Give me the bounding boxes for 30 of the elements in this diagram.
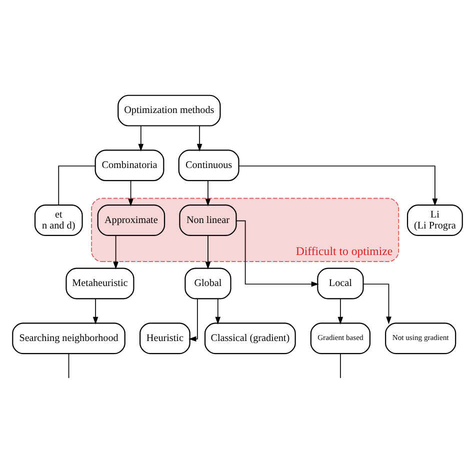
node-box: Continuous	[178, 150, 239, 182]
arrow	[128, 180, 133, 206]
node-box: Classical (gradient)	[204, 322, 296, 354]
arrow	[204, 235, 210, 270]
arrow	[214, 298, 220, 324]
node-box: Global	[184, 268, 231, 300]
node-box: Non linear	[178, 204, 236, 236]
arrow	[204, 180, 210, 206]
node-box: Gradient based	[310, 322, 370, 354]
node-box: Li (Li Progra	[406, 204, 462, 236]
node-box: Local	[316, 268, 364, 300]
arrow	[188, 298, 198, 342]
arrow	[362, 284, 391, 324]
arrow	[238, 166, 438, 206]
arrow	[112, 235, 118, 270]
arrow	[337, 298, 343, 324]
node-box: Not using gradient	[384, 322, 456, 354]
arrow	[196, 125, 202, 152]
connector	[68, 353, 69, 378]
arrow	[235, 220, 318, 287]
arrow	[138, 125, 144, 152]
node-box: Optimization methods	[117, 94, 220, 126]
node-box: Combinatoria	[94, 150, 164, 182]
connector	[58, 166, 96, 206]
node-box: Approximate	[96, 204, 165, 236]
node-box: Metaheuristic	[65, 268, 134, 300]
node-box: Searching neighborhood	[12, 322, 125, 354]
node-box: Heuristic	[139, 322, 190, 354]
node-box: et n and d)	[34, 204, 82, 236]
arrow	[92, 298, 98, 324]
